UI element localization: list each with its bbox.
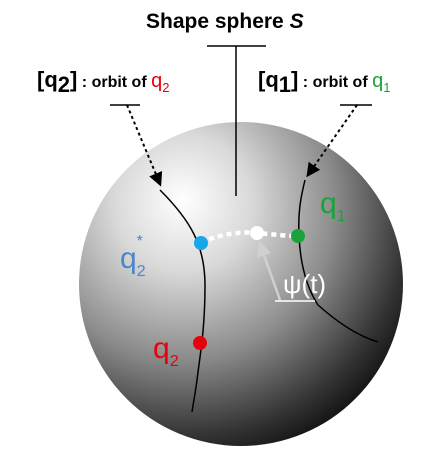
q2-star-label: q2* [120,233,146,280]
orbit-q1-arrow [306,104,358,178]
orbit-q1-curve [298,179,379,343]
path-midpoint-dot [250,226,264,240]
q2-star-dot [194,236,208,250]
orbit-q2-arrow [126,104,163,187]
q1-label: q1 [320,187,346,225]
q1-dot [291,229,305,243]
q2-label: q2 [153,332,179,370]
psi-arrow [256,241,282,301]
orbit-q2-curve [159,189,206,413]
psi-label: ψ(t) [283,269,326,299]
orbit-q1-label: [q1] : orbit of q1 [258,67,390,97]
title: Shape sphere S [146,10,304,33]
q2-dot [193,336,207,350]
orbit-q2-label: [q2] : orbit of q2 [37,67,169,97]
shape-sphere [79,122,403,446]
